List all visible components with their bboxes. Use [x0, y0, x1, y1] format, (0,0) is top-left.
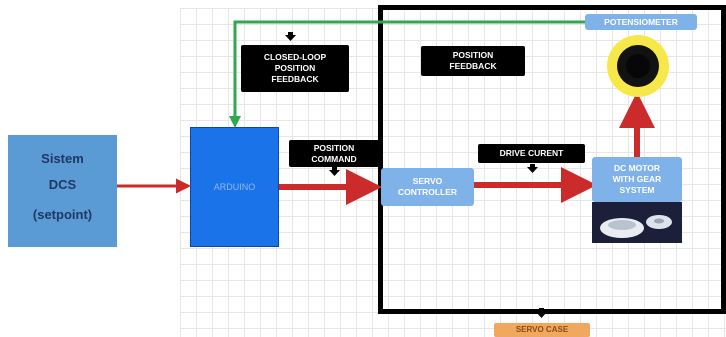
- arduino-block: ARDUINO: [190, 127, 279, 247]
- drive-current-pointer: [527, 164, 538, 173]
- closed-loop-feedback-label: CLOSED-LOOP POSITION FEEDBACK: [241, 45, 349, 92]
- feedback-line: [233, 20, 585, 112]
- position-command-label: POSITION COMMAND: [289, 140, 379, 167]
- dc-motor-block: DC MOTOR WITH GEAR SYSTEM: [592, 157, 682, 202]
- potentiometer-knob-icon: [607, 35, 669, 97]
- position-feedback-label: POSITION FEEDBACK: [421, 46, 525, 76]
- servo-case-pointer: [536, 308, 547, 318]
- closed-loop-pointer: [285, 32, 296, 41]
- sistem-label: Sistem: [41, 151, 84, 166]
- arduino-label: ARDUINO: [213, 182, 256, 192]
- servo-controller-block: SERVO CONTROLLER: [381, 168, 474, 206]
- servo-case-label: SERVO CASE: [494, 323, 590, 337]
- servo-case-frame: [378, 5, 726, 314]
- label-pointer-arrows: [285, 32, 547, 318]
- potentiometer-label: POTENSIOMETER: [585, 14, 697, 30]
- dcs-label: DCS: [48, 177, 77, 192]
- setpoint-label: (setpoint): [32, 207, 93, 222]
- drive-current-label: DRIVE CURENT: [478, 144, 585, 163]
- position-command-pointer: [329, 167, 340, 176]
- sistem-dcs-block: Sistem DCS (setpoint): [8, 135, 117, 247]
- gear-system-icon: [592, 202, 682, 243]
